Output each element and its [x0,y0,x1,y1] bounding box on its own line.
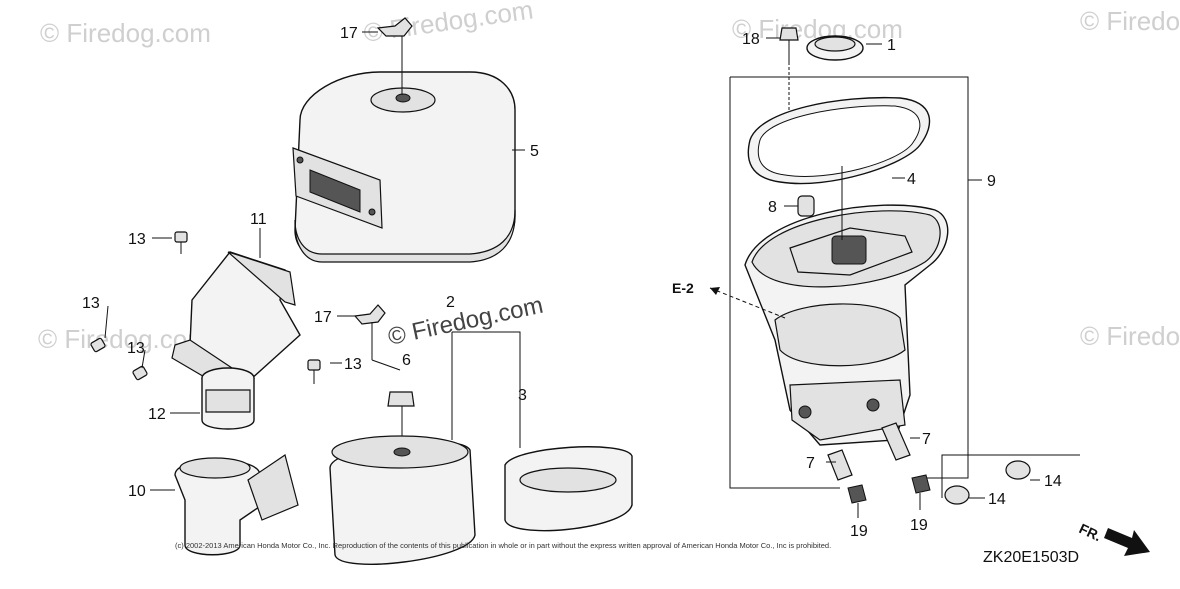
callout-1: 1 [887,37,896,54]
bolt-13c [132,365,148,381]
callout-5: 5 [530,143,539,160]
cap-nut-14a [1005,460,1031,480]
breather-tube-b [881,422,911,461]
callout-13-lower: 13 [127,340,145,357]
foam-element [504,446,633,532]
watermark-center: © Firedog.com [386,292,546,351]
callout-13-top: 13 [128,231,146,248]
watermark-top-edge: © Firedo [1080,6,1180,36]
callout-13-left: 13 [82,295,100,312]
callout-6: 6 [402,352,411,369]
callout-17-top: 17 [340,25,358,42]
watermark-mid-edge: © Firedo [1080,321,1180,351]
callout-9: 9 [987,173,996,190]
callout-17-middle: 17 [314,309,332,326]
air-cleaner-cover [292,71,516,263]
copyright-notice: (c) 2002-2013 American Honda Motor Co., … [175,541,831,550]
cap-nut-14b [944,485,970,505]
callout-7-right: 7 [922,431,931,448]
gasket [747,96,931,185]
reference-label: E-2 [672,280,694,296]
nut-19a [847,484,867,504]
watermark-top-left: © Firedog.com [40,18,211,48]
leader-lines [104,31,1040,518]
bolt-18 [779,27,799,180]
callout-18: 18 [742,31,760,48]
breather-tube-a [827,449,853,481]
bolt-13d [307,359,321,384]
callout-14-left: 14 [988,491,1006,508]
collar [797,195,815,217]
callout-19-right: 19 [910,517,928,534]
callout-3: 3 [518,387,527,404]
wing-nut-top [376,17,413,95]
air-cleaner-case [744,166,949,446]
diagram-code: ZK20E1503D [983,549,1079,566]
elbow [174,454,299,556]
front-label: FR. [1077,520,1104,544]
reference-arrow [709,287,786,319]
callout-8: 8 [768,199,777,216]
callout-14-right: 14 [1044,473,1062,490]
callout-10: 10 [128,483,146,500]
pre-filter [201,367,255,430]
wing-nut-middle [353,304,401,371]
callout-19-left: 19 [850,523,868,540]
callout-4: 4 [907,171,916,188]
callout-11: 11 [250,211,267,228]
callout-13-right: 13 [344,356,362,373]
callout-12: 12 [148,406,166,423]
nut-19b [911,474,931,494]
front-arrow [1104,528,1150,556]
filter-element [329,435,476,565]
callout-2: 2 [446,294,455,311]
watermark-top-center: © Firedog.com [362,0,535,48]
bolt-13b [90,337,106,353]
callout-7-left: 7 [806,455,815,472]
bolt-13a [174,231,188,254]
seal-ring [806,35,864,61]
